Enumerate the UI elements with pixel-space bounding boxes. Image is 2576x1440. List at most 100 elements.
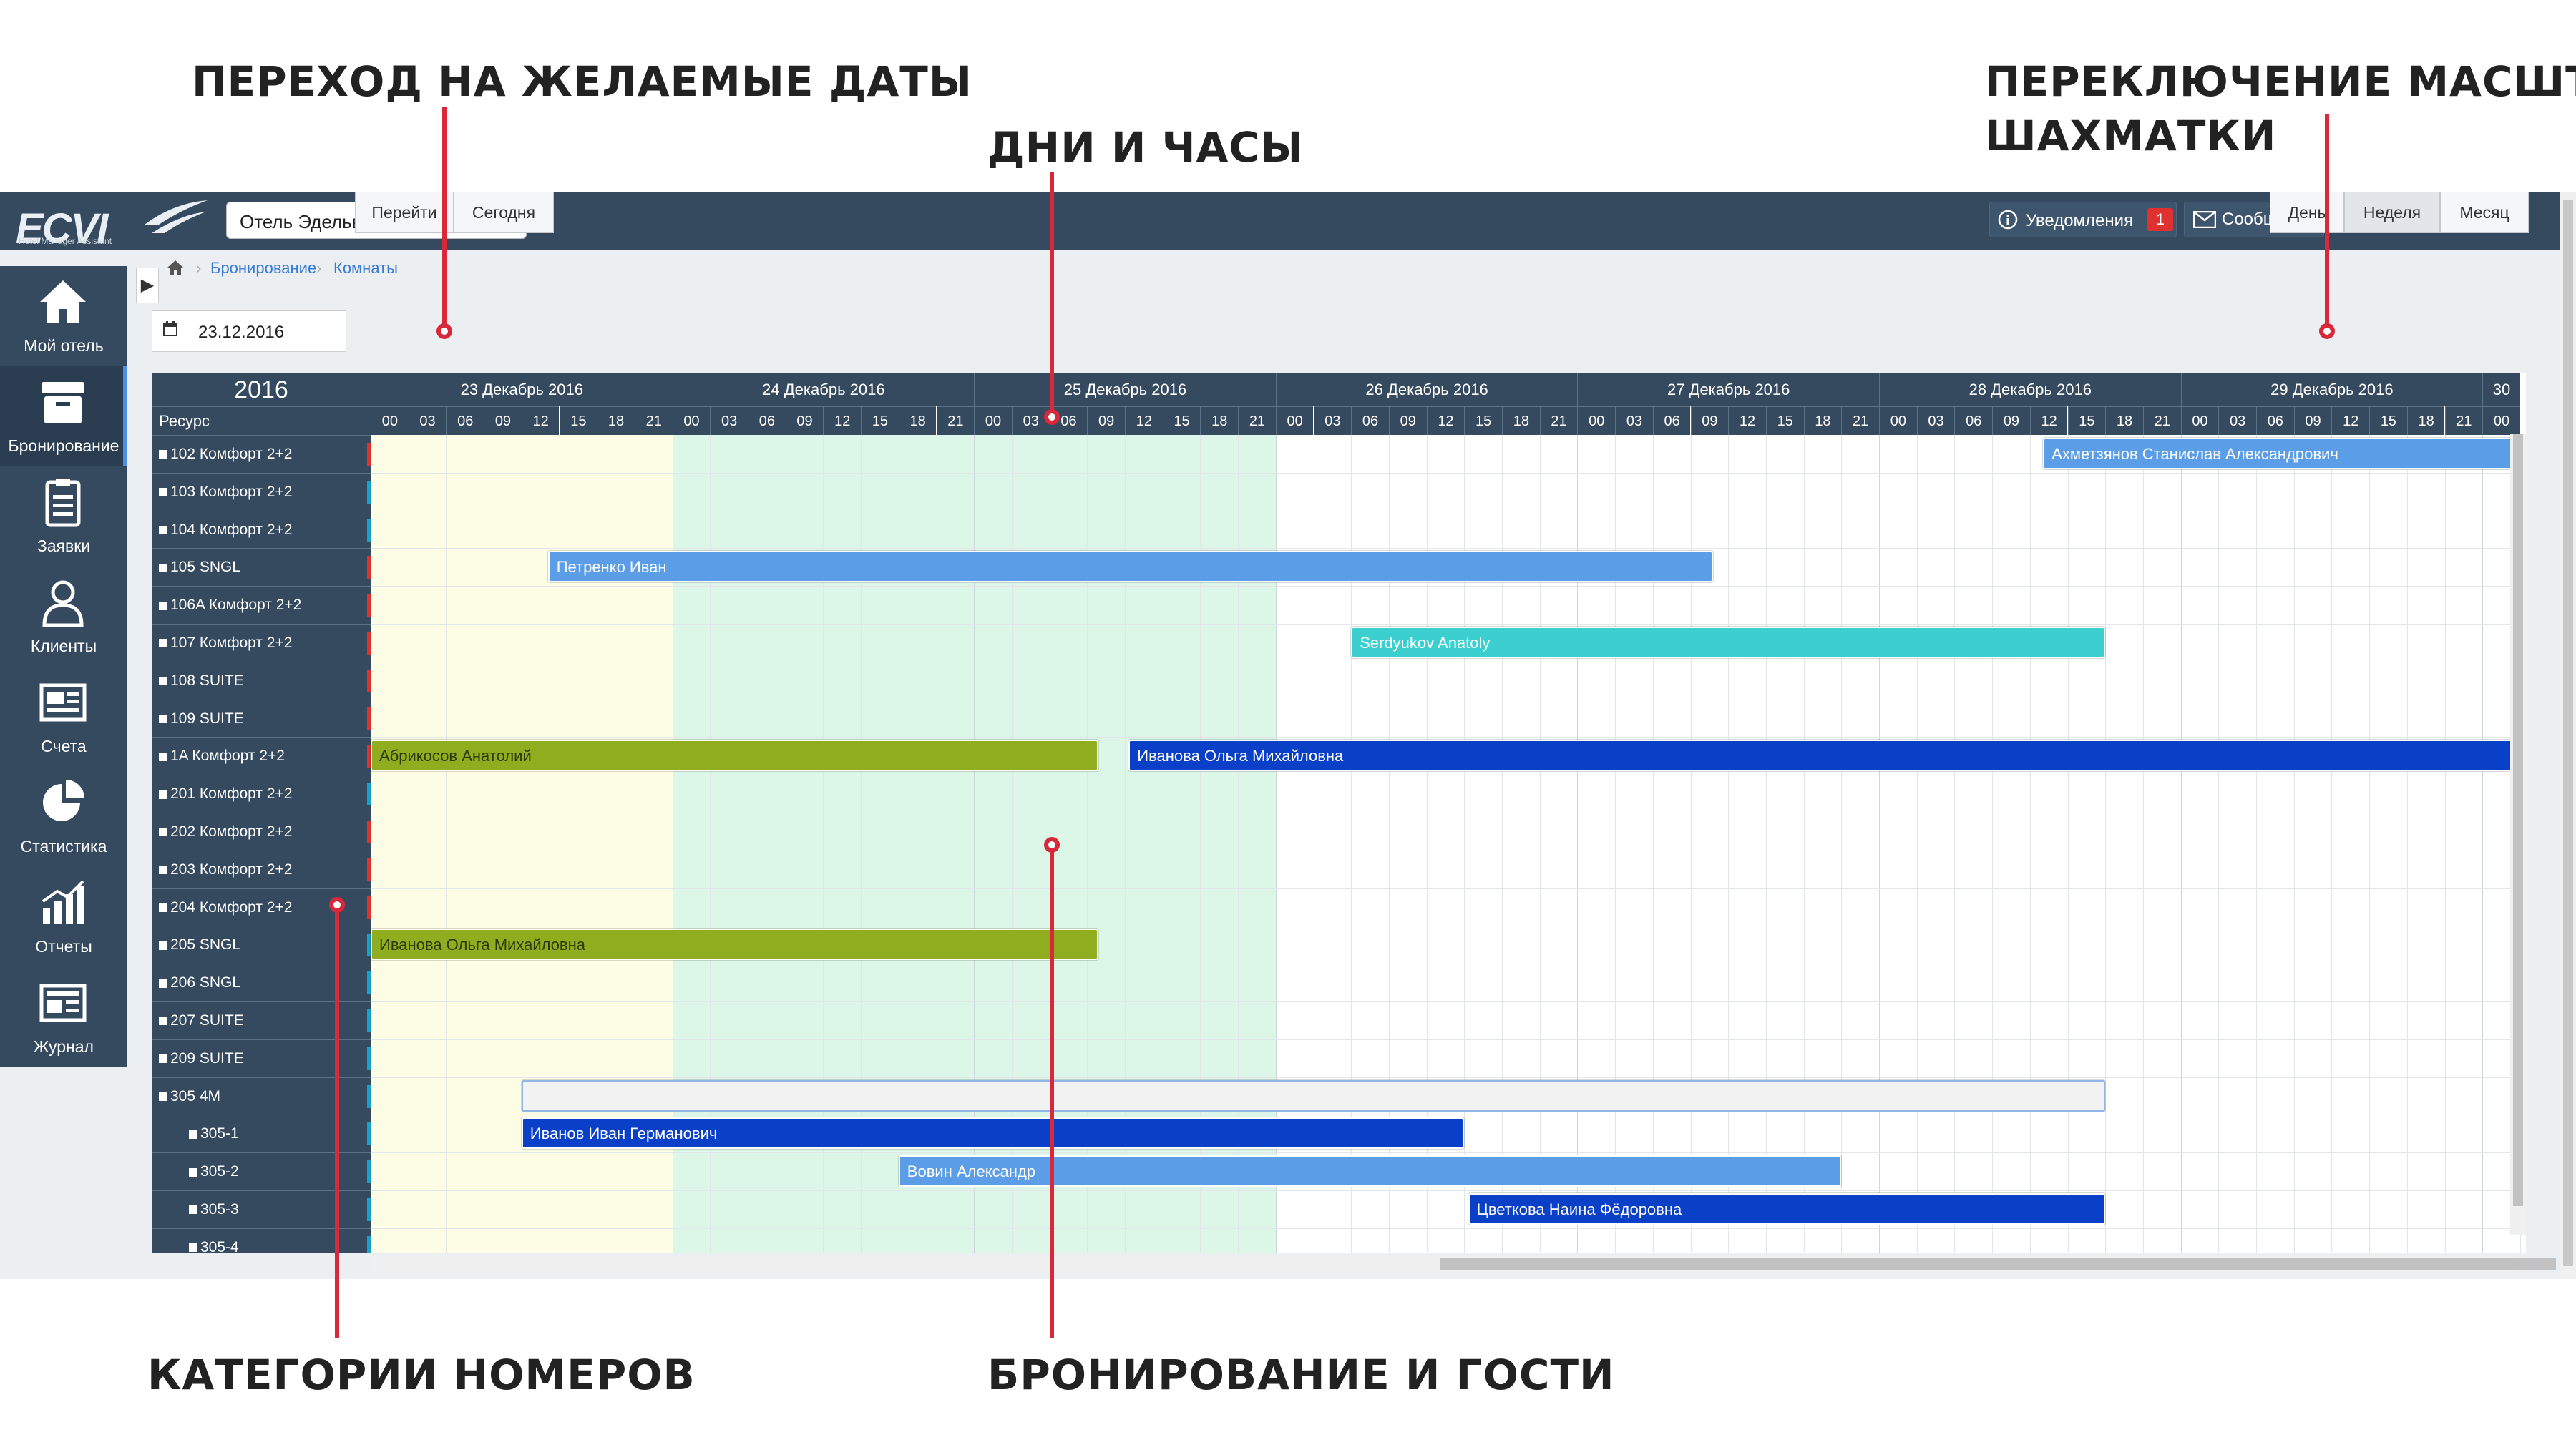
booking-bar[interactable]: Иванова Ольга Михайловна xyxy=(1128,740,2520,772)
checkbox-icon[interactable] xyxy=(159,941,167,950)
home-icon[interactable] xyxy=(166,259,185,276)
room-row-305-2[interactable]: 305-2 xyxy=(152,1152,371,1191)
checkbox-icon[interactable] xyxy=(159,828,167,837)
checkbox-icon[interactable] xyxy=(159,752,167,761)
room-row-209-suite[interactable]: 209 SUITE xyxy=(152,1039,371,1077)
booking-bar[interactable]: Абрикосов Анатолий xyxy=(371,740,1099,772)
hour-header: 03 xyxy=(1615,406,1653,435)
room-row-305-4[interactable]: 305-4 xyxy=(152,1228,371,1253)
scrollbar-thumb[interactable] xyxy=(2513,434,2523,1206)
hour-header: 03 xyxy=(710,406,748,435)
scale-week-button[interactable]: Неделя xyxy=(2344,192,2440,233)
room-name: 104 Комфорт 2+2 xyxy=(170,521,293,538)
clipboard-icon xyxy=(45,479,81,527)
checkbox-icon[interactable] xyxy=(159,601,167,610)
room-row-203-комфорт-2+2[interactable]: 203 Комфорт 2+2 xyxy=(152,850,371,888)
room-name: 106A Комфорт 2+2 xyxy=(170,597,302,614)
checkbox-icon[interactable] xyxy=(159,903,167,913)
checkbox-icon[interactable] xyxy=(159,1017,167,1026)
checkbox-icon[interactable] xyxy=(159,450,167,459)
sidebar-item-requests[interactable]: Заявки xyxy=(0,466,127,567)
grid-horizontal-scrollbar[interactable] xyxy=(371,1256,2556,1272)
booking-bar[interactable]: Serdyukov Anatoly xyxy=(1351,627,2106,658)
checkbox-icon[interactable] xyxy=(189,1130,197,1139)
room-row-205-sngl[interactable]: 205 SNGL xyxy=(152,926,371,964)
goto-button[interactable]: Перейти xyxy=(355,192,454,233)
page-scrollbar[interactable] xyxy=(2560,192,2576,1279)
checkbox-icon[interactable] xyxy=(189,1167,197,1177)
sidebar-item-journal[interactable]: Журнал xyxy=(0,967,127,1067)
room-row-206-sngl[interactable]: 206 SNGL xyxy=(152,964,371,1002)
hour-header: 03 xyxy=(1313,406,1352,435)
checkbox-icon[interactable] xyxy=(159,979,167,988)
booking-bar[interactable]: Вовин Александр xyxy=(898,1155,1842,1187)
sidebar-item-booking[interactable]: Бронирование xyxy=(0,366,127,466)
scale-month-button[interactable]: Месяц xyxy=(2440,192,2529,233)
checkbox-icon[interactable] xyxy=(159,639,167,648)
calendar-icon[interactable] xyxy=(162,321,178,337)
checkbox-icon[interactable] xyxy=(159,563,167,572)
checkbox-icon[interactable] xyxy=(159,715,167,724)
room-row-305-3[interactable]: 305-3 xyxy=(152,1190,371,1228)
room-row-109-suite[interactable]: 109 SUITE xyxy=(152,699,371,738)
room-row-105-sngl[interactable]: 105 SNGL xyxy=(152,548,371,587)
room-row-204-комфорт-2+2[interactable]: 204 Комфорт 2+2 xyxy=(152,888,371,926)
breadcrumb-item-booking[interactable]: Бронирование xyxy=(210,259,317,277)
room-row-107-комфорт-2+2[interactable]: 107 Комфорт 2+2 xyxy=(152,624,371,662)
today-button[interactable]: Сегодня xyxy=(454,192,554,233)
room-row-207-suite[interactable]: 207 SUITE xyxy=(152,1001,371,1039)
scrollbar-thumb[interactable] xyxy=(2563,200,2573,1266)
checkbox-icon[interactable] xyxy=(159,866,167,875)
sidebar-item-invoices[interactable]: Счета xyxy=(0,667,127,767)
room-name: 109 SUITE xyxy=(170,710,244,727)
hour-header: 12 xyxy=(521,406,560,435)
booking-bar[interactable]: Петренко Иван xyxy=(547,551,1714,583)
sidebar-item-my-hotel[interactable]: Мой отель xyxy=(0,266,127,366)
room-row-102-комфорт-2+2[interactable]: 102 Комфорт 2+2 xyxy=(152,435,371,473)
sidebar-item-clients[interactable]: Клиенты xyxy=(0,567,127,667)
sidebar-item-reports[interactable]: Отчеты xyxy=(0,867,127,967)
checkbox-icon[interactable] xyxy=(159,1054,167,1064)
room-row-202-комфорт-2+2[interactable]: 202 Комфорт 2+2 xyxy=(152,813,371,851)
room-row-103-комфорт-2+2[interactable]: 103 Комфорт 2+2 xyxy=(152,472,371,511)
grid-vline xyxy=(2331,435,2333,1253)
booking-bar[interactable]: Ахметзянов Станислав Александрович xyxy=(2043,438,2520,469)
hour-header: 21 xyxy=(1539,406,1578,435)
room-row-201-комфорт-2+2[interactable]: 201 Комфорт 2+2 xyxy=(152,775,371,813)
hour-header: 15 xyxy=(1162,406,1201,435)
booking-bar[interactable] xyxy=(521,1079,2106,1112)
room-row-106a-комфорт-2+2[interactable]: 106A Комфорт 2+2 xyxy=(152,586,371,625)
hour-header: 09 xyxy=(1690,406,1729,435)
room-row-104-комфорт-2+2[interactable]: 104 Комфорт 2+2 xyxy=(152,510,371,549)
collapse-icon[interactable] xyxy=(159,1092,167,1102)
sidebar-item-statistics[interactable]: Статистика xyxy=(0,767,127,867)
hour-header: 18 xyxy=(2105,406,2143,435)
booking-bar[interactable]: Цветкова Наина Фёдоровна xyxy=(1468,1193,2106,1225)
booking-guest-name: Вовин Александр xyxy=(907,1162,1036,1181)
checkbox-icon[interactable] xyxy=(159,677,167,686)
checkbox-icon[interactable] xyxy=(159,790,167,799)
hour-header: 12 xyxy=(1125,406,1163,435)
notifications-button[interactable]: Уведомления 1 xyxy=(1989,202,2177,237)
room-row-305-4m[interactable]: 305 4M xyxy=(152,1077,371,1115)
checkbox-icon[interactable] xyxy=(189,1243,197,1253)
checkbox-icon[interactable] xyxy=(159,526,167,535)
active-indicator xyxy=(123,366,127,466)
grid-vline xyxy=(2444,435,2446,1253)
breadcrumb-item-rooms[interactable]: Комнаты xyxy=(333,259,398,277)
checkbox-icon[interactable] xyxy=(159,488,167,497)
grid-vertical-scrollbar[interactable] xyxy=(2510,434,2526,1235)
scale-day-button[interactable]: День xyxy=(2270,192,2344,233)
hour-header: 21 xyxy=(2444,406,2483,435)
date-input[interactable]: 23.12.2016 xyxy=(152,310,346,352)
room-row-1a-комфорт-2+2[interactable]: 1A Комфорт 2+2 xyxy=(152,737,371,775)
annotation-bookings: БРОНИРОВАНИЕ И ГОСТИ xyxy=(987,1351,1615,1399)
booking-bar[interactable]: Иванов Иван Германович xyxy=(521,1117,1465,1150)
booking-bar[interactable]: Иванова Ольга Михайловна xyxy=(371,929,1099,961)
scrollbar-thumb[interactable] xyxy=(1440,1258,2556,1270)
room-row-108-suite[interactable]: 108 SUITE xyxy=(152,661,371,700)
sidebar-toggle-button[interactable]: ▶ xyxy=(136,268,159,303)
checkbox-icon[interactable] xyxy=(189,1205,197,1215)
room-row-305-1[interactable]: 305-1 xyxy=(152,1115,371,1153)
sidebar-item-label: Статистика xyxy=(20,837,107,856)
